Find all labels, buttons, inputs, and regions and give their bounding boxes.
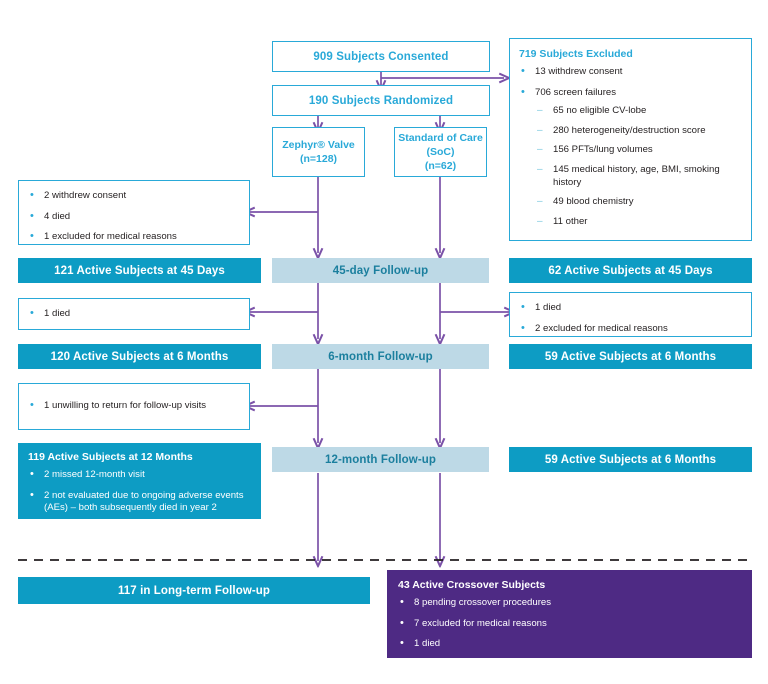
crossover-bullet-list: 8 pending crossover procedures 7 exclude… <box>398 596 741 651</box>
list-item: 156 PFTs/lung volumes <box>537 144 740 157</box>
list-item: 1 died <box>519 301 740 315</box>
attrition-soc-6mo-list: 1 died 2 excluded for medical reasons <box>519 301 740 336</box>
subjects-randomized-label: 190 Subjects Randomized <box>308 94 454 107</box>
row-12mo-center-label: 12-month Follow-up <box>324 453 437 466</box>
arm-zephyr-line1: Zephyr® Valve <box>282 139 355 151</box>
row-45-left-label: 121 Active Subjects at 45 Days <box>54 264 225 277</box>
node-followup-45day: 45-day Follow-up <box>272 258 489 283</box>
arm-soc-line1: Standard of Care <box>398 132 483 144</box>
node-active-subjects-45day-soc: 62 Active Subjects at 45 Days <box>509 258 752 283</box>
subjects-consented-label: 909 Subjects Consented <box>313 50 449 63</box>
node-active-crossover-subjects: 43 Active Crossover Subjects 8 pending c… <box>387 570 752 658</box>
list-item: 1 died <box>28 307 238 321</box>
list-item: 11 other <box>537 216 740 229</box>
node-attrition-soc-6month: 1 died 2 excluded for medical reasons <box>509 292 752 337</box>
arm-soc-line3: (n=62) <box>424 160 457 172</box>
row-6mo-center-label: 6-month Follow-up <box>328 350 433 363</box>
node-followup-6month: 6-month Follow-up <box>272 344 489 369</box>
node-active-subjects-45day-treatment: 121 Active Subjects at 45 Days <box>18 258 261 283</box>
list-item: 2 withdrew consent <box>28 189 238 203</box>
node-arm-zephyr-valve: Zephyr® Valve (n=128) <box>272 127 365 177</box>
list-item: 13 withdrew consent <box>519 65 740 79</box>
attrition-tx-45-list: 2 withdrew consent 4 died 1 excluded for… <box>28 189 238 244</box>
list-item: 65 no eligible CV-lobe <box>537 105 740 118</box>
list-item: 280 heterogeneity/destruction score <box>537 125 740 138</box>
node-active-subjects-6month-treatment: 120 Active Subjects at 6 Months <box>18 344 261 369</box>
attrition-tx-6mo-list: 1 died <box>28 307 238 321</box>
row-6mo-left-label: 120 Active Subjects at 6 Months <box>50 350 229 363</box>
node-active-subjects-12month-soc: 59 Active Subjects at 6 Months <box>509 447 752 472</box>
arm-soc-line2: (SoC) <box>426 146 455 158</box>
list-item: 2 not evaluated due to ongoing adverse e… <box>28 489 251 515</box>
list-item: 145 medical history, age, BMI, smoking h… <box>537 164 740 189</box>
list-item: 4 died <box>28 210 238 224</box>
crossover-heading: 43 Active Crossover Subjects <box>398 579 546 591</box>
node-subjects-randomized: 190 Subjects Randomized <box>272 85 490 116</box>
row-12mo-left-bullet-list: 2 missed 12-month visit 2 not evaluated … <box>28 468 251 515</box>
row-6mo-right-label: 59 Active Subjects at 6 Months <box>544 350 717 363</box>
node-active-subjects-12month-treatment: 119 Active Subjects at 12 Months 2 misse… <box>18 443 261 519</box>
node-subjects-excluded: 719 Subjects Excluded 13 withdrew consen… <box>509 38 752 241</box>
node-attrition-treatment-12month: 1 unwilling to return for follow-up visi… <box>18 383 250 430</box>
list-item: 706 screen failures <box>519 86 740 100</box>
node-followup-12month: 12-month Follow-up <box>272 447 489 472</box>
excluded-bullet-list: 13 withdrew consent 706 screen failures <box>519 65 740 100</box>
row-45-center-label: 45-day Follow-up <box>332 264 429 277</box>
excluded-sub-bullet-list: 65 no eligible CV-lobe 280 heterogeneity… <box>519 105 740 228</box>
list-item: 7 excluded for medical reasons <box>398 617 741 631</box>
list-item: 1 excluded for medical reasons <box>28 230 238 244</box>
row-12mo-right-label: 59 Active Subjects at 6 Months <box>544 453 717 466</box>
list-item: 2 missed 12-month visit <box>28 468 251 482</box>
list-item: 1 died <box>398 637 741 651</box>
node-attrition-treatment-6month: 1 died <box>18 298 250 330</box>
node-active-subjects-6month-soc: 59 Active Subjects at 6 Months <box>509 344 752 369</box>
row-45-right-label: 62 Active Subjects at 45 Days <box>548 264 713 277</box>
longterm-left-label: 117 in Long-term Follow-up <box>117 584 271 597</box>
list-item: 1 unwilling to return for follow-up visi… <box>28 399 206 413</box>
arm-zephyr-line2: (n=128) <box>299 153 338 165</box>
list-item: 8 pending crossover procedures <box>398 596 741 610</box>
node-longterm-followup: 117 in Long-term Follow-up <box>18 577 370 604</box>
row-12mo-left-heading: 119 Active Subjects at 12 Months <box>28 451 193 463</box>
node-subjects-consented: 909 Subjects Consented <box>272 41 490 72</box>
excluded-heading: 719 Subjects Excluded <box>519 48 633 60</box>
node-arm-standard-of-care: Standard of Care (SoC) (n=62) <box>394 127 487 177</box>
list-item: 49 blood chemistry <box>537 196 740 209</box>
attrition-tx-12mo-list: 1 unwilling to return for follow-up visi… <box>19 399 215 413</box>
node-attrition-treatment-45day: 2 withdrew consent 4 died 1 excluded for… <box>18 180 250 245</box>
list-item: 2 excluded for medical reasons <box>519 322 740 336</box>
